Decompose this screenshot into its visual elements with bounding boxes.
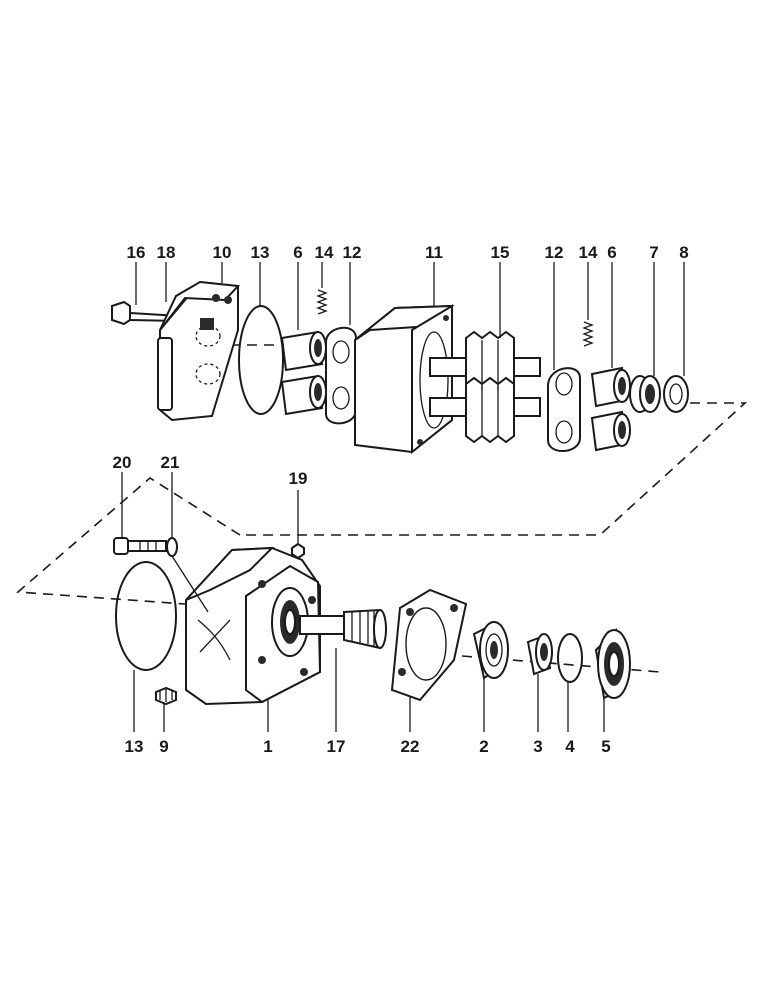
callout-11: 11 — [425, 243, 443, 262]
callout-14-b: 14 — [579, 243, 598, 262]
callout-16: 16 — [127, 243, 146, 262]
callout-1: 1 — [263, 737, 272, 756]
part-5-shaft-seal — [594, 627, 631, 700]
callout-13: 13 — [251, 243, 270, 262]
callouts-lower: 13 9 1 17 22 2 3 4 5 — [125, 737, 611, 756]
part-13-oring-upper — [238, 305, 284, 415]
callout-20: 20 — [113, 453, 132, 472]
callout-12: 12 — [343, 243, 362, 262]
callout-22: 22 — [401, 737, 420, 756]
callout-6-b: 6 — [607, 243, 616, 262]
part-6-bearings-right — [590, 366, 631, 452]
part-20-bolt — [113, 537, 167, 555]
part-3-bushing — [526, 633, 553, 676]
callout-4: 4 — [565, 737, 575, 756]
callout-21: 21 — [161, 453, 180, 472]
callouts-upper: 16 18 10 13 6 14 12 11 15 12 14 6 7 8 — [127, 243, 689, 262]
callout-18: 18 — [157, 243, 176, 262]
part-8-washer — [663, 375, 689, 413]
leader-lines — [121, 262, 685, 732]
part-12-wear-plate-right — [547, 367, 581, 453]
callout-14: 14 — [315, 243, 334, 262]
callout-3: 3 — [533, 737, 542, 756]
part-7-seal — [629, 375, 661, 413]
part-14-spring-left — [316, 289, 328, 315]
part-10-end-cover — [157, 280, 241, 422]
callout-19: 19 — [289, 469, 308, 488]
part-9-plug — [155, 686, 177, 706]
callout-15: 15 — [491, 243, 510, 262]
callout-13-b: 13 — [125, 737, 144, 756]
part-11-pump-body — [354, 304, 455, 455]
callout-8: 8 — [679, 243, 688, 262]
callout-2: 2 — [479, 737, 488, 756]
part-6-bearings-left — [280, 330, 327, 416]
part-22-gasket — [390, 588, 468, 702]
callout-6: 6 — [293, 243, 302, 262]
callout-5: 5 — [601, 737, 610, 756]
assembly-guide-lines — [16, 344, 748, 673]
callout-10: 10 — [213, 243, 232, 262]
part-14-spring-right — [582, 321, 594, 347]
callout-9: 9 — [159, 737, 168, 756]
part-15-gears — [429, 330, 541, 444]
part-21-washer — [166, 537, 178, 557]
part-4-snap-ring — [557, 633, 583, 683]
part-1-front-housing — [185, 546, 322, 706]
part-13-oring-lower — [115, 561, 177, 671]
part-2-bearing — [472, 621, 509, 680]
callouts-middle: 20 21 19 — [113, 453, 308, 488]
part-17-shaft — [299, 608, 387, 650]
callout-12-b: 12 — [545, 243, 564, 262]
part-12-wear-plate-left — [325, 327, 357, 425]
callout-17: 17 — [327, 737, 346, 756]
callout-7: 7 — [649, 243, 658, 262]
